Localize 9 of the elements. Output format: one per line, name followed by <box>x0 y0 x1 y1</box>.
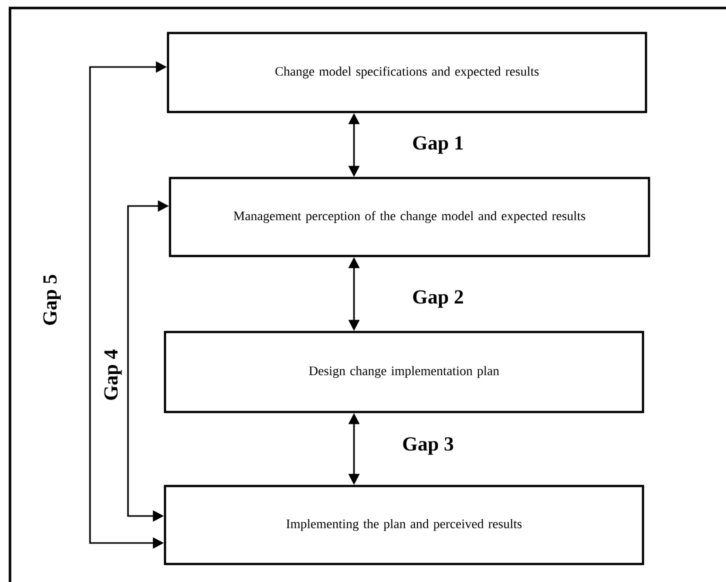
edge-label: Gap 3 <box>401 436 455 456</box>
edge-label: Gap 4 <box>103 348 123 402</box>
process-box: Change model specifications and expected results <box>166 32 648 114</box>
edge-label: Gap 2 <box>411 289 465 309</box>
process-box: Implementing the plan and perceived results <box>164 484 644 566</box>
process-box: Design change implementation plan <box>164 330 644 414</box>
edge-label: Gap 5 <box>42 273 62 327</box>
process-box: Management perception of the change model and expected results <box>168 176 650 258</box>
edge-label: Gap 1 <box>411 135 465 155</box>
